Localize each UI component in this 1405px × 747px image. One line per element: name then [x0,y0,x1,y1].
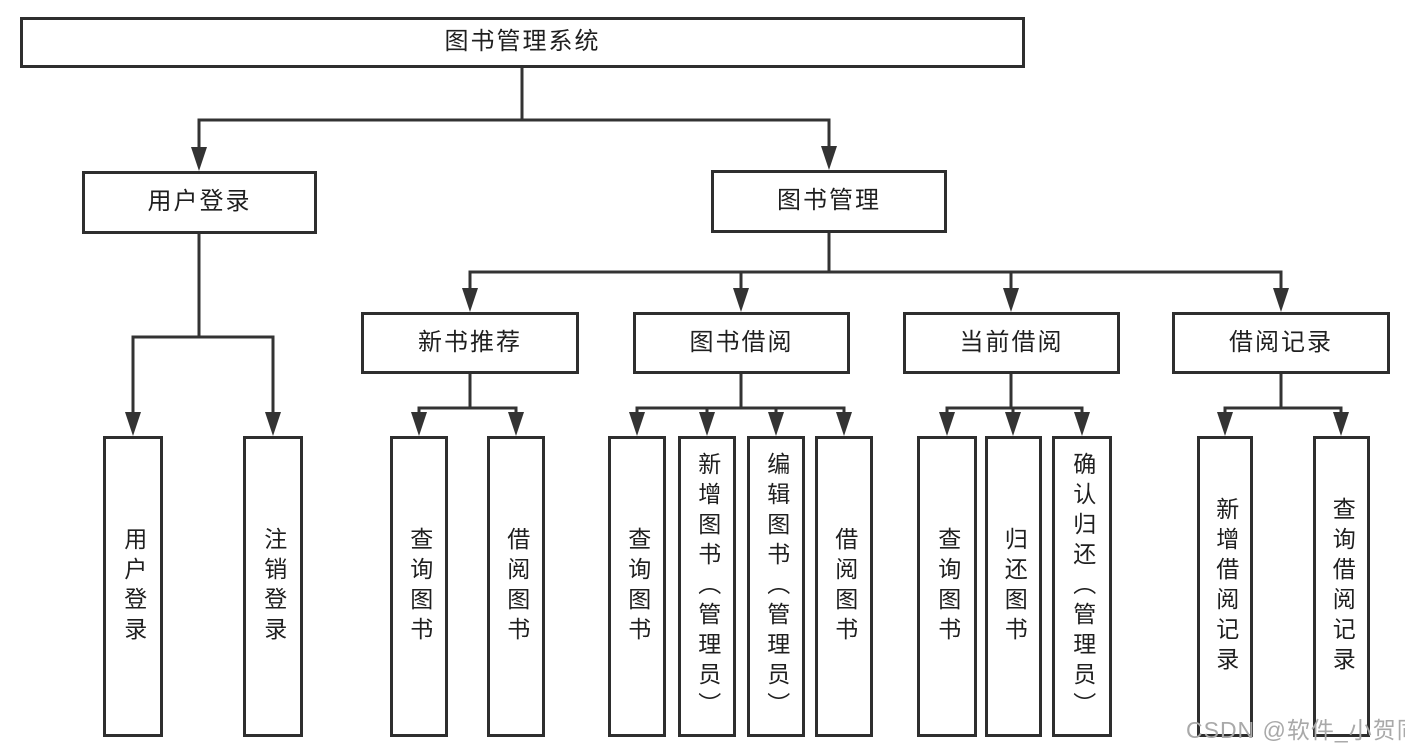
node-label: 用户登录 [120,526,147,647]
node-label: 图书管理系统 [444,28,601,56]
node-label: 查询图书 [406,526,433,647]
node-user-login: 用户登录 [82,171,317,234]
leaf-borrow-books: 借阅图书 [815,436,873,737]
node-label: 用户登录 [147,188,252,216]
node-borrowing-records: 借阅记录 [1172,312,1390,374]
node-book-management: 图书管理 [711,170,947,233]
node-label: 查询图书 [934,526,961,647]
leaf-add-books-admin: 新增图书（管理员） [678,436,736,737]
node-label: 查询借阅记录 [1329,496,1356,677]
node-current-borrowing: 当前借阅 [903,312,1120,374]
leaf-query-books-recommend: 查询图书 [390,436,448,737]
leaf-logout: 注销登录 [243,436,303,737]
node-label: 编辑图书（管理员） [763,451,790,722]
leaf-confirm-return-admin: 确认归还（管理员） [1052,436,1112,737]
leaf-user-login: 用户登录 [103,436,163,737]
node-label: 图书借阅 [689,328,794,356]
node-book-borrowing: 图书借阅 [633,312,850,374]
node-label: 注销登录 [260,526,287,647]
node-label: 查询图书 [624,526,651,647]
node-label: 新书推荐 [418,328,522,356]
node-label: 借阅记录 [1229,328,1333,356]
node-label: 新增图书（管理员） [694,451,721,722]
node-label: 确认归还（管理员） [1069,451,1096,722]
node-label: 归还图书 [1001,526,1028,647]
node-label: 新增借阅记录 [1212,496,1239,677]
node-label: 当前借阅 [959,328,1064,356]
leaf-query-books-borrow: 查询图书 [608,436,666,737]
node-label: 借阅图书 [503,526,530,647]
node-new-book-recommendation: 新书推荐 [361,312,579,374]
node-label: 借阅图书 [831,526,858,647]
leaf-edit-books-admin: 编辑图书（管理员） [747,436,805,737]
leaf-query-books-current: 查询图书 [917,436,977,737]
leaf-add-borrow-record: 新增借阅记录 [1197,436,1253,737]
leaf-return-books: 归还图书 [985,436,1042,737]
leaf-borrow-books-recommend: 借阅图书 [487,436,545,737]
node-library-management-system: 图书管理系统 [20,17,1025,68]
leaf-query-borrow-record: 查询借阅记录 [1313,436,1370,737]
watermark-text: CSDN @软件_小贺同学 [1186,717,1405,743]
node-label: 图书管理 [777,187,881,215]
